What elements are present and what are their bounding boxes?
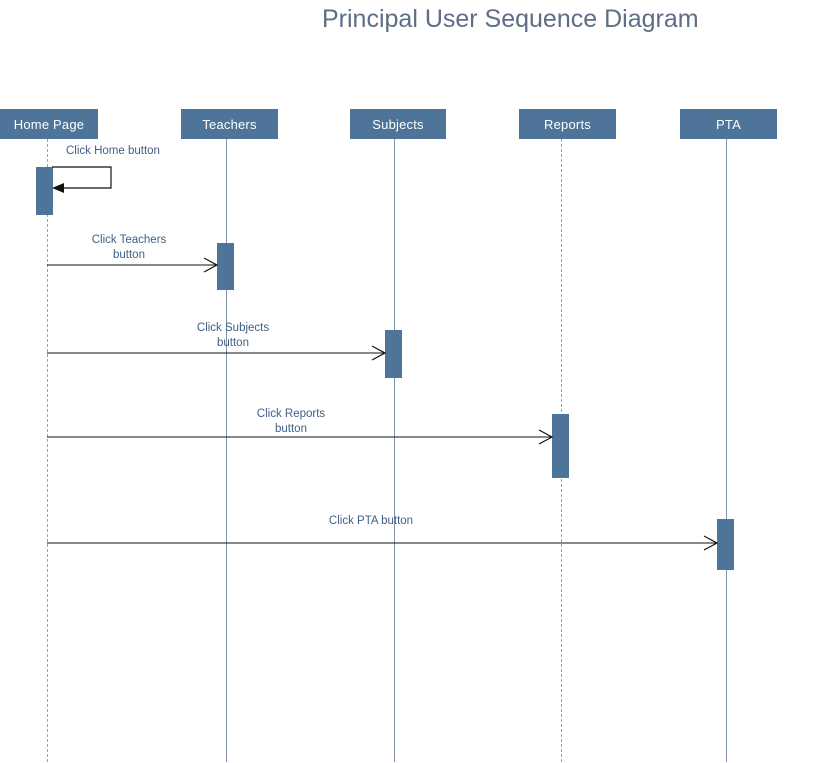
lifeline-teachers [226, 139, 227, 762]
lifeline-home-page [47, 139, 48, 762]
lifeline-header-label: Subjects [372, 116, 424, 132]
lifeline-header-label: Teachers [202, 116, 257, 132]
lifeline-pta [726, 139, 727, 762]
msg-click-reports-label: Click Reports button [256, 408, 326, 435]
msg-click-subjects-arrow [47, 345, 387, 361]
activation-reports [552, 414, 569, 478]
activation-home-page [36, 167, 53, 215]
page-title: Principal User Sequence Diagram [322, 5, 699, 33]
lifeline-header-subjects[interactable]: Subjects [350, 109, 446, 139]
msg-click-home-label: Click Home button [66, 145, 160, 157]
msg-click-reports-arrow [47, 429, 554, 445]
msg-click-teachers-arrow [47, 257, 219, 273]
lifeline-header-label: Reports [544, 116, 591, 132]
msg-click-pta-label: Click PTA button [328, 515, 414, 527]
lifeline-header-teachers[interactable]: Teachers [181, 109, 278, 139]
msg-click-pta-arrow [47, 535, 719, 551]
msg-click-home-arrow [52, 166, 112, 193]
lifeline-header-pta[interactable]: PTA [680, 109, 777, 139]
lifeline-subjects [394, 139, 395, 762]
lifeline-header-home-page[interactable]: Home Page [0, 109, 98, 139]
msg-click-teachers-label: Click Teachers button [91, 234, 167, 261]
activation-subjects [385, 330, 402, 378]
lifeline-header-label: Home Page [13, 116, 85, 132]
lifeline-header-reports[interactable]: Reports [519, 109, 616, 139]
lifeline-header-label: PTA [716, 116, 741, 132]
activation-teachers [217, 243, 234, 290]
msg-click-subjects-label: Click Subjects button [196, 322, 270, 349]
activation-pta [717, 519, 734, 570]
